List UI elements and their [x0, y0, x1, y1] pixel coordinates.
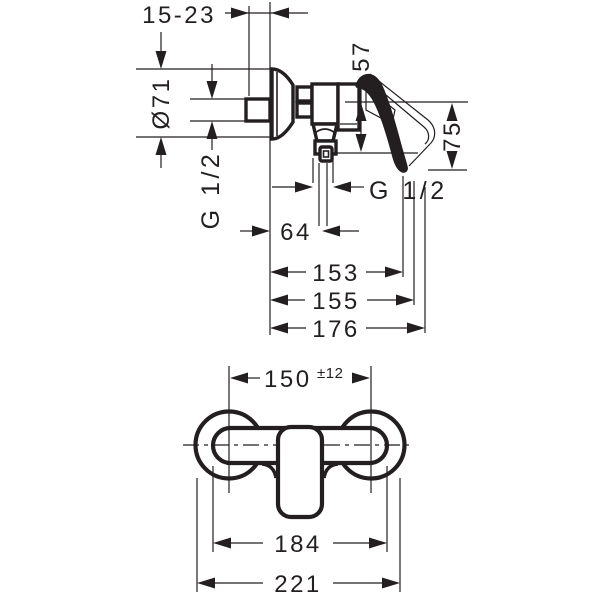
dim-center-distance: 150 ±12: [230, 365, 370, 393]
dim-escutcheon-diameter: Ø71: [148, 32, 175, 168]
supply-pipe-stub: [244, 97, 272, 123]
dim-label-overall-width: 221: [274, 571, 322, 598]
mixer-body: [310, 82, 340, 126]
center-handle-body: [275, 424, 325, 520]
side-view-drawing: 15-23 Ø71 G 1/2 57 75: [136, 2, 468, 343]
dim-label-depth-to-outlet: 153: [312, 260, 360, 287]
port-lower: [295, 101, 314, 119]
escutcheon-cone: [270, 67, 295, 141]
dim-label-handle-drop: 75: [439, 120, 466, 152]
dim-outlet-drop: 57: [348, 40, 375, 152]
dim-label-depth-to-handle: 155: [312, 288, 360, 315]
dim-label-wall-depth-range: 15-23: [142, 2, 216, 29]
dim-depth-to-handle: 155: [270, 288, 414, 315]
lever-blade-top-edge: [369, 73, 429, 121]
dim-overall-width: 221: [197, 571, 400, 598]
dim-depth-to-outlet: 153: [270, 260, 403, 287]
dim-body-width: 184: [213, 531, 387, 558]
dim-depth-total: 176: [270, 316, 425, 343]
dim-supply-thread: G 1/2: [197, 64, 225, 229]
dim-label-center-distance: 150: [264, 366, 312, 393]
nipple-bore: [322, 150, 330, 158]
dim-label-supply-thread: G 1/2: [197, 151, 225, 230]
front-view-drawing: 150 ±12 184 221: [183, 365, 414, 598]
dim-handle-drop: 75: [439, 103, 466, 169]
dim-label-outlet-thread: G 1/2: [369, 177, 448, 205]
lever-inner-edge: [385, 94, 430, 145]
lever-blade-end: [427, 119, 436, 145]
fillet-left: [261, 462, 278, 479]
lever-inner-contour: [365, 85, 396, 125]
lever-handle: [355, 73, 408, 173]
dim-outlet-offset: 64: [240, 219, 359, 246]
dim-outlet-thread: G 1/2: [272, 177, 448, 205]
dim-wall-depth-range: 15-23: [142, 2, 308, 29]
port-upper: [295, 85, 314, 103]
dim-label-depth-total: 176: [312, 316, 360, 343]
dim-label-escutcheon-diameter: Ø71: [148, 77, 175, 130]
lever-blade-bottom-edge: [408, 143, 431, 167]
dim-label-center-distance-tolerance: ±12: [317, 365, 343, 382]
fillet-right: [322, 462, 339, 479]
dome-arc: [314, 128, 336, 134]
dim-label-outlet-drop: 57: [348, 40, 375, 72]
handle-base: [336, 82, 361, 132]
dim-label-body-width: 184: [274, 531, 322, 558]
hose-nipple: [318, 145, 334, 163]
dim-label-outlet-offset: 64: [280, 219, 312, 246]
